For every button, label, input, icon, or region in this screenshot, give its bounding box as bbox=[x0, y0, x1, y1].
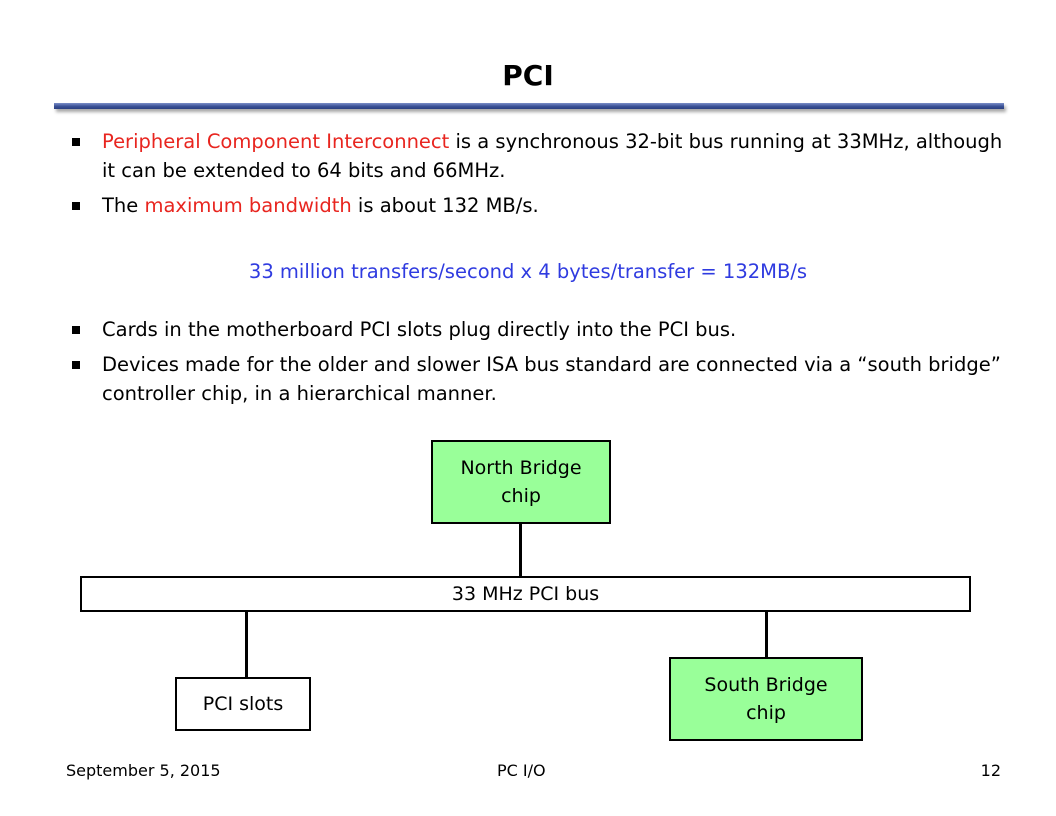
south-bridge-connector bbox=[765, 612, 768, 658]
north-bridge-label: North Bridge chip bbox=[460, 457, 582, 507]
footer-date: September 5, 2015 bbox=[66, 761, 221, 780]
term-max-bandwidth: maximum bandwidth bbox=[144, 194, 352, 217]
south-bridge-label: South Bridge chip bbox=[704, 674, 828, 724]
bullet-text: is a synchronous 32-bit bus running at 3… bbox=[102, 130, 1003, 182]
bullet-item: Devices made for the older and slower IS… bbox=[70, 350, 1010, 408]
north-bridge-connector bbox=[519, 524, 522, 577]
bullet-list-top: Peripheral Component Interconnect is a s… bbox=[70, 127, 1010, 220]
bullet-item: The maximum bandwidth is about 132 MB/s. bbox=[70, 191, 1010, 220]
bullet-item: Peripheral Component Interconnect is a s… bbox=[70, 127, 1010, 185]
bullet-text: is about 132 MB/s. bbox=[351, 194, 539, 217]
footer-topic: PC I/O bbox=[497, 761, 546, 780]
pci-slots-connector bbox=[245, 612, 248, 677]
bullet-text: The bbox=[102, 194, 145, 217]
pci-bus-bar: 33 MHz PCI bus bbox=[80, 576, 971, 612]
north-bridge-box: North Bridge chip bbox=[431, 440, 611, 524]
title-rule bbox=[54, 103, 1004, 109]
term-pci: Peripheral Component Interconnect bbox=[102, 130, 450, 153]
square-bullet-icon bbox=[72, 361, 80, 369]
bullet-item: Cards in the motherboard PCI slots plug … bbox=[70, 315, 1010, 344]
square-bullet-icon bbox=[72, 138, 80, 146]
pci-bus-label: 33 MHz PCI bus bbox=[451, 583, 600, 605]
pci-slots-label: PCI slots bbox=[202, 693, 284, 715]
bullet-list-bottom: Cards in the motherboard PCI slots plug … bbox=[70, 315, 1010, 408]
footer-page-number: 12 bbox=[980, 761, 1001, 780]
square-bullet-icon bbox=[72, 326, 80, 334]
bandwidth-formula: 33 million transfers/second x 4 bytes/tr… bbox=[248, 260, 808, 283]
bullet-text: Cards in the motherboard PCI slots plug … bbox=[102, 318, 737, 341]
south-bridge-box: South Bridge chip bbox=[669, 657, 863, 741]
square-bullet-icon bbox=[72, 202, 80, 210]
slide-title: PCI bbox=[502, 59, 554, 92]
bullet-text: Devices made for the older and slower IS… bbox=[102, 353, 1001, 405]
pci-slots-box: PCI slots bbox=[175, 677, 311, 731]
